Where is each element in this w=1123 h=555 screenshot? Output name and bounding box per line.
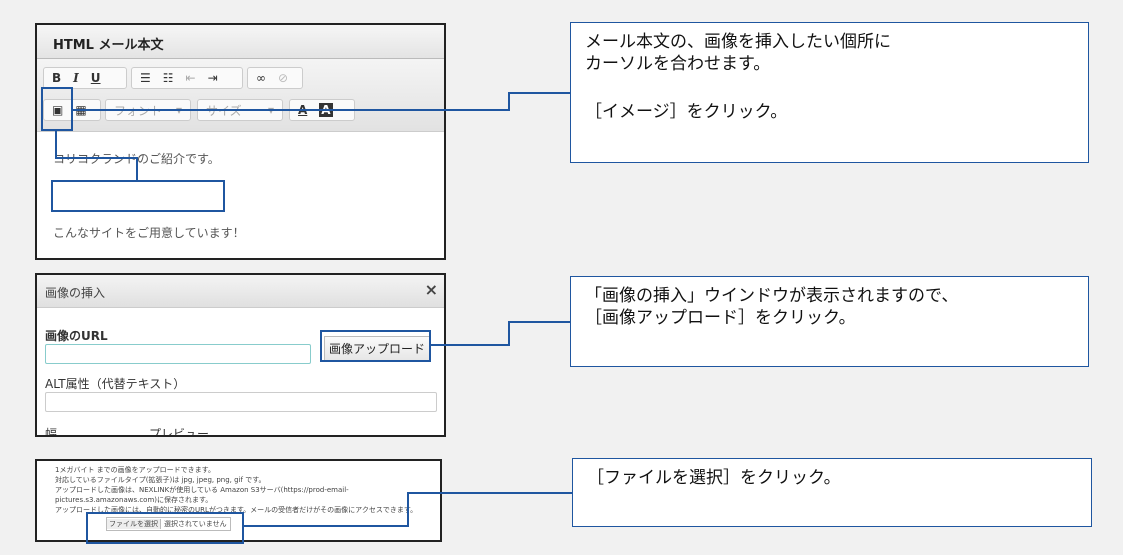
callout-text: カーソルを合わせます。 [585,54,771,74]
italic-button[interactable]: I [73,71,79,85]
callout-step3: ［ファイルを選択］をクリック。 [572,458,1092,527]
bold-button[interactable]: B [52,71,62,85]
callout-text: ［イメージ］をクリック。 [585,102,788,122]
insert-image-dialog: 画像の挿入 × 画像のURL 画像アップロード ALT属性（代替テキスト） 幅 … [35,273,446,437]
connector-line [73,92,570,111]
close-icon[interactable]: × [424,280,438,299]
link-group: ∞⊘ [247,67,303,89]
width-label: 幅 [45,427,58,437]
file-status: 選択されていません [164,520,227,528]
url-label: 画像のURL [45,329,108,343]
callout-text: ［ファイルを選択］をクリック。 [587,468,841,488]
file-input[interactable]: ファイルを選択 選択されていません [106,517,231,531]
dialog-title: 画像の挿入 [45,286,106,300]
connector-line [431,321,570,346]
connector-line [244,492,572,527]
indent-icon[interactable]: ⇥ [207,71,218,85]
connector-line [55,131,138,180]
outdent-icon[interactable]: ⇤ [185,71,196,85]
alt-label: ALT属性（代替テキスト） [45,377,186,391]
upload-screenshot: 1メガバイト までの画像をアップロードできます。 対応しているファイルタイプ(拡… [35,459,442,542]
choose-file-button[interactable]: ファイルを選択 [107,519,161,529]
highlight-cursor-position [51,180,225,212]
format-group: B I U [43,67,127,89]
list-group: ☰ ☷ ⇤ ⇥ [131,67,243,89]
highlight-image-button [41,87,73,131]
info-line: 1メガバイト までの画像をアップロードできます。 [55,466,215,474]
image-icon[interactable]: ▣ [52,103,64,117]
info-line: アップロードした画像には、自動的に秘密のURLがつきます。メールの受信者だけがそ… [55,506,418,514]
unlink-icon[interactable]: ⊘ [278,71,289,85]
image-url-input[interactable] [45,344,311,364]
editor-screenshot: HTML メール本文 B I U ☰☷⇤⇥ ∞⊘ ▣▦ フォント▾ サイズ▾ A… [35,23,446,260]
underline-button[interactable]: U [90,71,101,85]
callout-step1: メール本文の、画像を挿入したい個所に カーソルを合わせます。 ［イメージ］をクリ… [570,22,1089,163]
info-line: アップロードした画像は、NEXLINKが使用している Amazon S3サーバ(… [55,486,349,504]
callout-text: メール本文の、画像を挿入したい個所に [585,32,891,52]
bullet-list-icon[interactable]: ☷ [162,71,174,85]
body-line[interactable]: こんなサイトをご用意しています！ [53,226,245,240]
ordered-list-icon[interactable]: ☰ [140,71,151,85]
editor-header: HTML メール本文 [37,25,444,59]
info-line: 対応しているファイルタイプ(拡張子)は jpg, jpeg, png, gif … [55,476,266,484]
highlight-file-button [86,512,244,544]
callout-text: ［画像アップロード］をクリック。 [585,308,856,328]
highlight-upload-button [320,330,431,362]
dialog-header: 画像の挿入 × [37,275,444,308]
callout-text: 「画像の挿入」ウインドウが表示されますので、 [585,286,959,306]
link-icon[interactable]: ∞ [256,71,266,85]
callout-step2: 「画像の挿入」ウインドウが表示されますので、 ［画像アップロード］をクリック。 [570,276,1089,367]
editor-toolbar: B I U ☰☷⇤⇥ ∞⊘ ▣▦ フォント▾ サイズ▾ A A [37,59,444,132]
alt-text-input[interactable] [45,392,437,412]
preview-label: プレビュー [149,427,210,437]
